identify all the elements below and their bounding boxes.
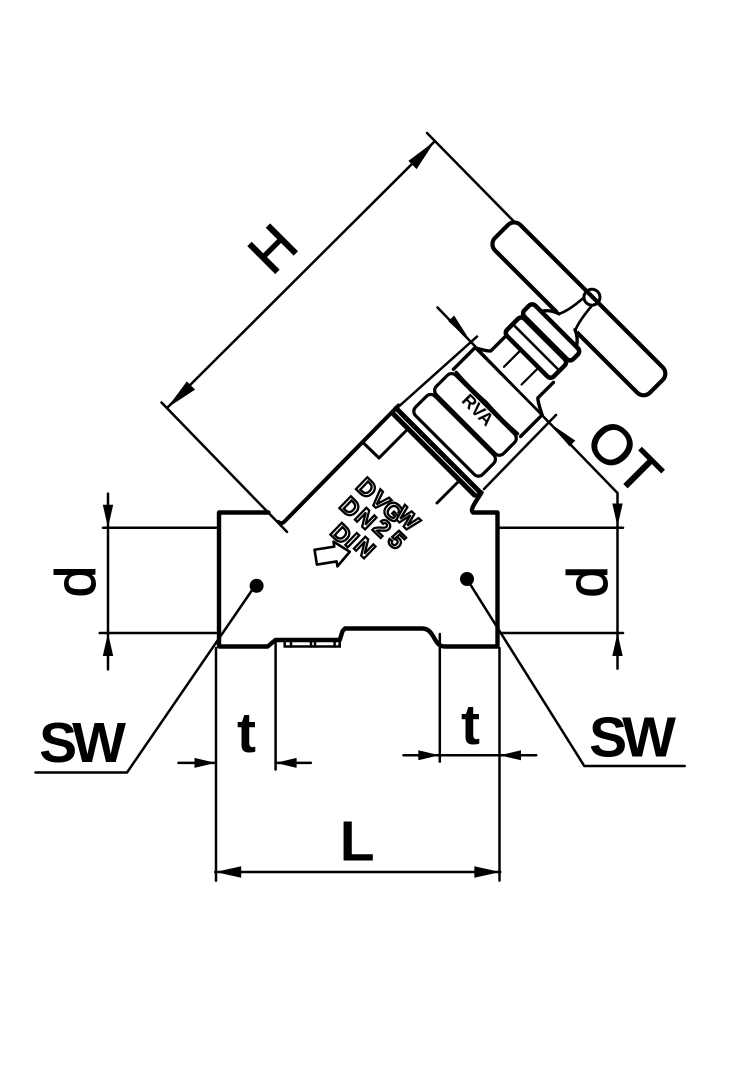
svg-text:d: d <box>44 566 108 598</box>
svg-text:SW: SW <box>589 706 676 770</box>
svg-text:SW: SW <box>39 711 126 775</box>
svg-text:t: t <box>237 701 256 765</box>
svg-text:d: d <box>556 566 620 598</box>
svg-text:t: t <box>461 693 480 757</box>
svg-text:L: L <box>340 809 375 873</box>
